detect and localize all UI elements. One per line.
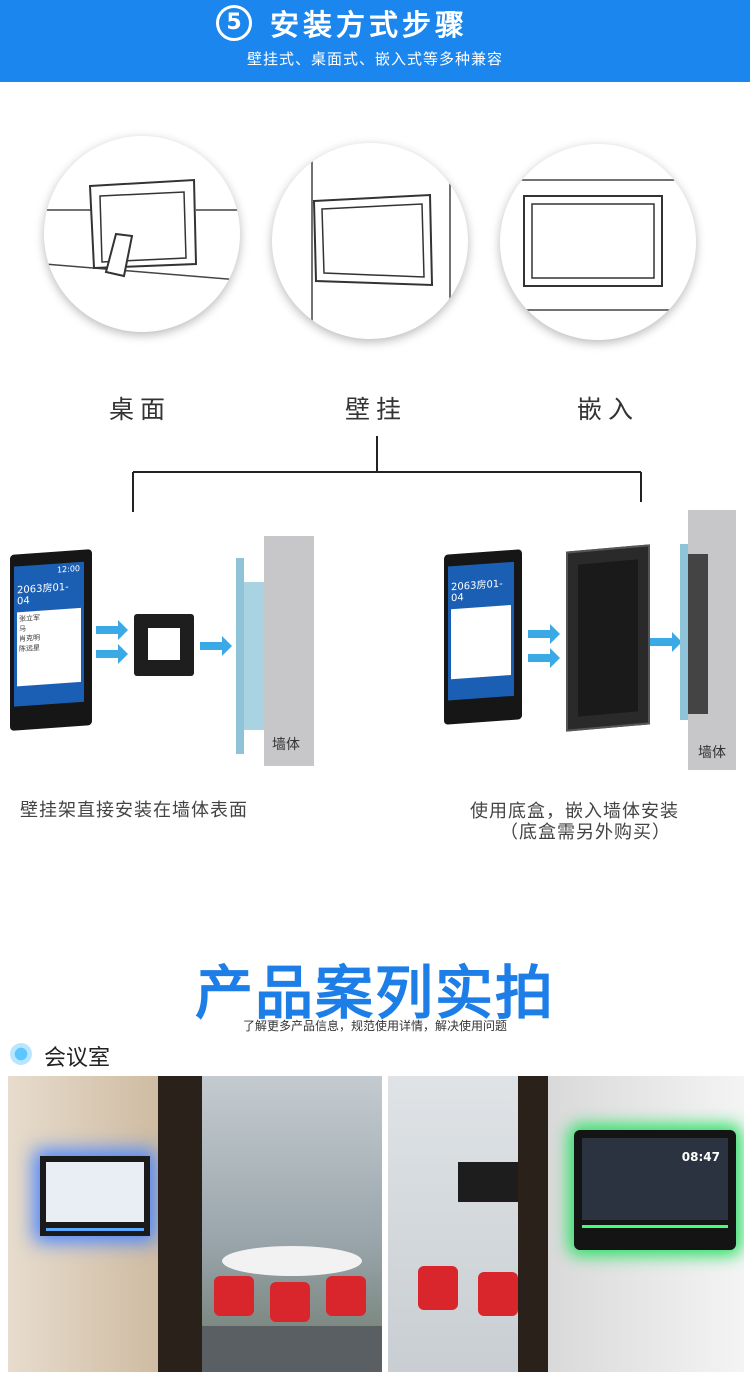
device-room: 2063房01-04 bbox=[451, 578, 503, 605]
photo2-room-view bbox=[388, 1076, 518, 1372]
photo1-chair bbox=[326, 1276, 366, 1316]
wall-block-left bbox=[264, 536, 314, 766]
photo1-room-view bbox=[202, 1076, 382, 1372]
arrow-to-wall-embed bbox=[650, 632, 682, 652]
photo1-tablet bbox=[40, 1156, 150, 1236]
arrow-to-wall bbox=[200, 636, 232, 656]
photo1-carpet bbox=[202, 1326, 382, 1372]
device-screen: 12:00 2063房01-04 张立军 马 肖克明 陈远星 bbox=[14, 561, 84, 707]
bracket-connector bbox=[132, 436, 642, 512]
embed-mode-label: 嵌入 bbox=[576, 395, 639, 424]
blue-arrow-icon bbox=[528, 624, 560, 644]
arrows-to-box bbox=[528, 624, 560, 668]
header-banner bbox=[0, 0, 750, 82]
device-room: 2063房01-04 bbox=[17, 581, 69, 608]
desktop-stand-sketch bbox=[44, 178, 240, 281]
blue-arrow-icon bbox=[96, 644, 128, 664]
desktop-mode-illustration bbox=[44, 136, 240, 332]
cases-subtitle: 了解更多产品信息，规范使用详情，解决使用问题 bbox=[242, 1019, 507, 1033]
embed-mode-illustration bbox=[500, 144, 696, 340]
photo2-light-bar bbox=[582, 1225, 728, 1228]
wall-mode-illustration bbox=[272, 143, 468, 339]
section-subtitle: 壁挂式、桌面式、嵌入式等多种兼容 bbox=[246, 50, 503, 68]
wall-mount-sketch bbox=[311, 143, 451, 339]
device-tablet-right: 2063房01-04 bbox=[444, 549, 522, 725]
photo2-tv bbox=[458, 1162, 518, 1202]
mounted-panel-side bbox=[236, 558, 244, 754]
photo2-tablet: 08:47 bbox=[574, 1130, 736, 1250]
arrows-to-bracket bbox=[96, 620, 128, 664]
photo1-table bbox=[222, 1246, 362, 1276]
device-list: 张立军 马 肖克明 陈远星 bbox=[17, 607, 81, 687]
photo1-chair bbox=[214, 1276, 254, 1316]
photo2-door-frame bbox=[518, 1076, 548, 1372]
embedded-box-side bbox=[688, 554, 708, 714]
wall-bracket bbox=[134, 614, 194, 676]
embedded-panel-side bbox=[680, 544, 688, 720]
bracket-cutout bbox=[148, 628, 180, 660]
wall-label-right: 墙体 bbox=[698, 745, 726, 761]
mounting-box bbox=[566, 544, 650, 732]
device-screen: 2063房01-04 bbox=[448, 561, 514, 701]
photo2-screen: 08:47 bbox=[582, 1138, 728, 1220]
embed-caption-line1: 使用底盒，嵌入墙体安装 bbox=[470, 801, 679, 822]
step-number-badge: 5 bbox=[216, 5, 252, 41]
cases-title: 产品案列实拍 bbox=[194, 959, 555, 1027]
case-photo-1 bbox=[8, 1076, 382, 1372]
section-title: 安装方式步骤 bbox=[270, 8, 469, 42]
wall-mount-caption: 壁挂架直接安装在墙体表面 bbox=[20, 800, 248, 821]
device-tablet-left: 12:00 2063房01-04 张立军 马 肖克明 陈远星 bbox=[10, 549, 92, 731]
desktop-mode-label: 桌面 bbox=[108, 395, 171, 424]
photo1-door-frame bbox=[158, 1076, 202, 1372]
photo2-chair bbox=[478, 1272, 518, 1316]
case-photo-2: 08:47 bbox=[388, 1076, 744, 1372]
photo1-chair bbox=[270, 1282, 310, 1322]
blue-arrow-icon bbox=[528, 648, 560, 668]
wall-mode-label: 壁挂 bbox=[344, 395, 407, 424]
box-interior bbox=[578, 559, 638, 717]
device-list bbox=[451, 605, 511, 680]
wall-label-left: 墙体 bbox=[272, 737, 300, 753]
blue-arrow-icon bbox=[96, 620, 128, 640]
bullet-dot-icon bbox=[10, 1043, 32, 1065]
embed-caption-line2: （底盒需另外购买） bbox=[500, 822, 671, 843]
blue-arrow-icon bbox=[650, 632, 682, 652]
embed-mount-sketch bbox=[500, 179, 696, 311]
meeting-room-label: 会议室 bbox=[44, 1046, 111, 1071]
photo1-screen bbox=[46, 1162, 144, 1222]
photo1-light-bar bbox=[46, 1228, 144, 1231]
mounted-bracket-side bbox=[244, 582, 264, 730]
blue-arrow-icon bbox=[200, 636, 232, 656]
photo2-time: 08:47 bbox=[681, 1150, 720, 1164]
photo2-chair bbox=[418, 1266, 458, 1310]
